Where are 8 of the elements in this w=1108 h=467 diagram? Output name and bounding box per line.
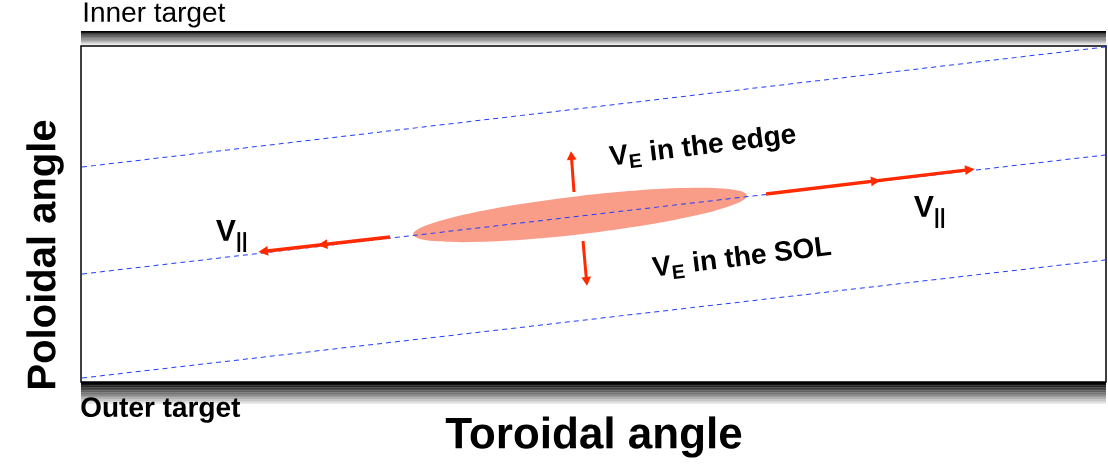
axis-title: Poloidal angle [26, 120, 64, 388]
target-label: Outer target [81, 397, 241, 423]
target-label: Inner target [84, 2, 226, 28]
velocity-label: V$_{E}$ in the edge [608, 126, 796, 168]
velocity-label: V$_{||}$ [914, 196, 945, 228]
velocity-label: V$_{||}$ [216, 220, 247, 252]
axis-title: Toroidal angle [445, 416, 742, 458]
velocity-label: V$_{E}$ in the SOL [651, 236, 832, 280]
